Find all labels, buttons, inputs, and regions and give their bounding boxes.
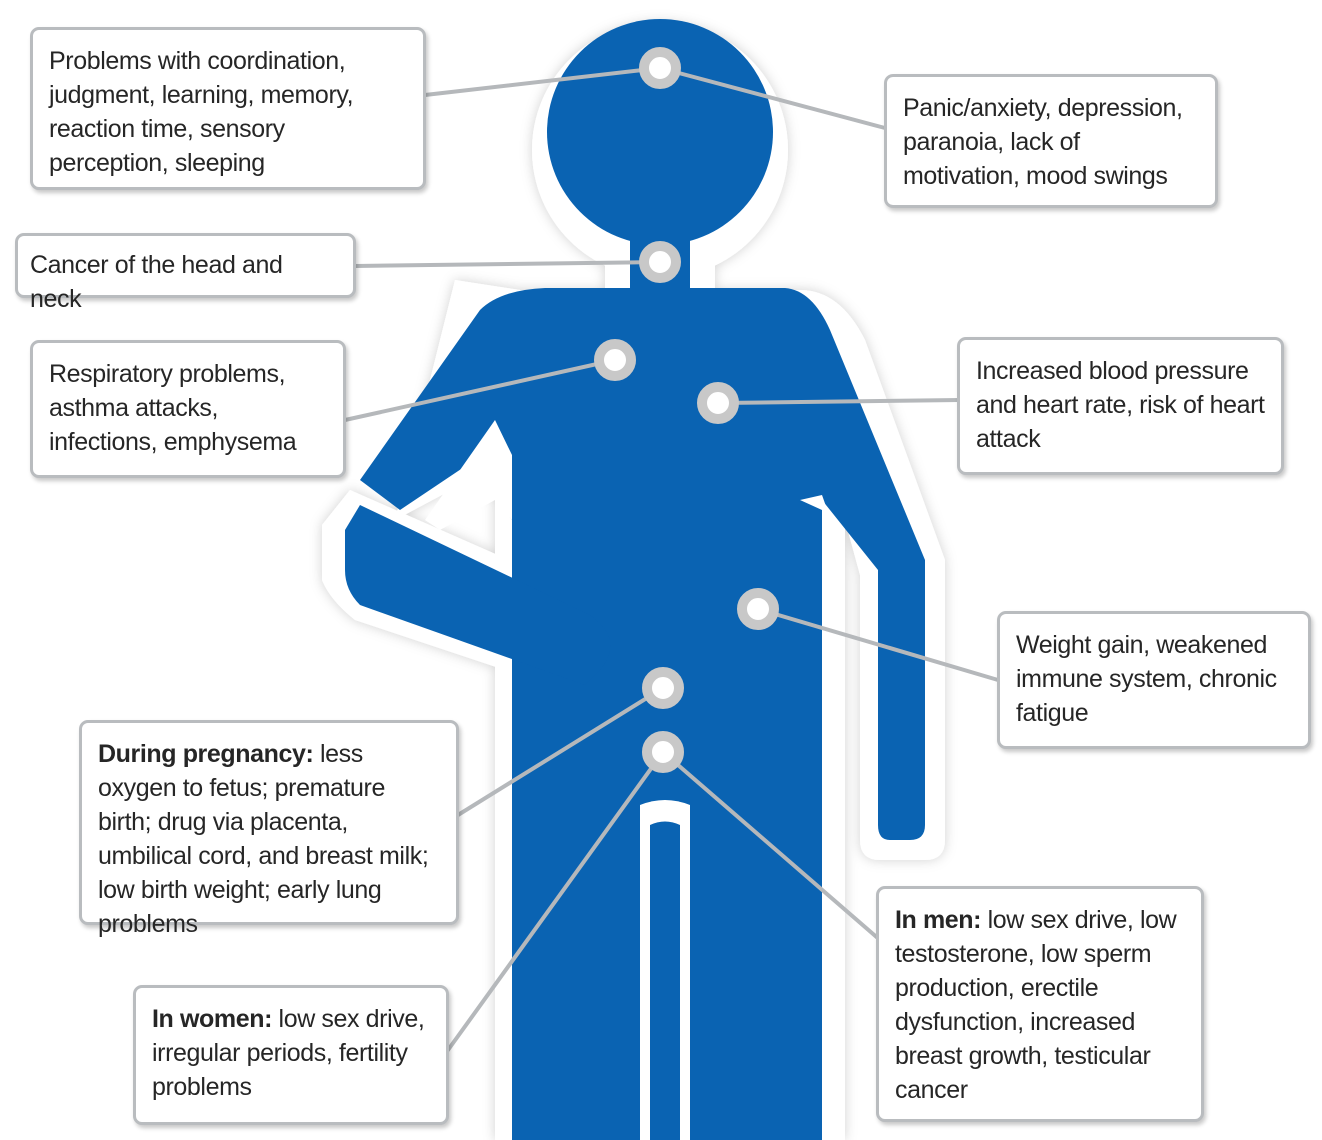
callout-lungs: Respiratory problems, asthma attacks, in… bbox=[30, 340, 346, 478]
callout-brain: Problems with coordination, judgment, le… bbox=[30, 27, 426, 190]
callout-immune: Weight gain, weakened immune system, chr… bbox=[997, 611, 1311, 749]
connector-pregnancy bbox=[456, 686, 665, 817]
callout-heart-text: Increased blood pressure and heart rate,… bbox=[976, 357, 1265, 453]
callout-neck-text: Cancer of the head and neck bbox=[30, 251, 283, 313]
callout-men: In men: low sex drive, low testosterone,… bbox=[876, 886, 1204, 1122]
callout-men-label: In men: bbox=[895, 906, 982, 934]
connector-lungs bbox=[343, 358, 617, 422]
connector-men bbox=[661, 750, 882, 942]
callout-neck: Cancer of the head and neck bbox=[15, 233, 356, 313]
marker-brain bbox=[639, 47, 681, 89]
connector-brain bbox=[423, 66, 662, 97]
connector-neck bbox=[353, 260, 662, 268]
callout-pregnancy-text: less oxygen to fetus; premature birth; d… bbox=[98, 740, 429, 938]
marker-pregnancy bbox=[642, 667, 684, 709]
marker-groin bbox=[642, 731, 684, 773]
marker-lungs bbox=[594, 339, 636, 381]
connector-immune bbox=[756, 607, 1000, 682]
callout-mood-text: Panic/anxiety, depression, paranoia, lac… bbox=[903, 94, 1183, 190]
connector-mood bbox=[658, 66, 887, 130]
callout-women-label: In women: bbox=[152, 1005, 273, 1033]
marker-heart bbox=[697, 382, 739, 424]
connector-heart bbox=[716, 398, 962, 405]
callout-immune-text: Weight gain, weakened immune system, chr… bbox=[1016, 631, 1277, 727]
marker-immune bbox=[737, 588, 779, 630]
marker-neck bbox=[639, 241, 681, 283]
callout-mood: Panic/anxiety, depression, paranoia, lac… bbox=[884, 74, 1218, 208]
callout-pregnancy-label: During pregnancy: bbox=[98, 740, 314, 768]
callout-heart: Increased blood pressure and heart rate,… bbox=[957, 337, 1284, 475]
callout-lungs-text: Respiratory problems, asthma attacks, in… bbox=[49, 360, 297, 456]
callout-pregnancy: During pregnancy: less oxygen to fetus; … bbox=[79, 720, 459, 938]
callout-women: In women: low sex drive, irregular perio… bbox=[133, 985, 449, 1125]
callout-men-text: low sex drive, low testosterone, low spe… bbox=[895, 906, 1177, 1104]
figure-raised-arm bbox=[345, 505, 611, 685]
callout-brain-text: Problems with coordination, judgment, le… bbox=[49, 47, 354, 177]
connector-women bbox=[446, 750, 665, 1052]
callout-women-text: low sex drive, irregular periods, fertil… bbox=[152, 1005, 425, 1101]
